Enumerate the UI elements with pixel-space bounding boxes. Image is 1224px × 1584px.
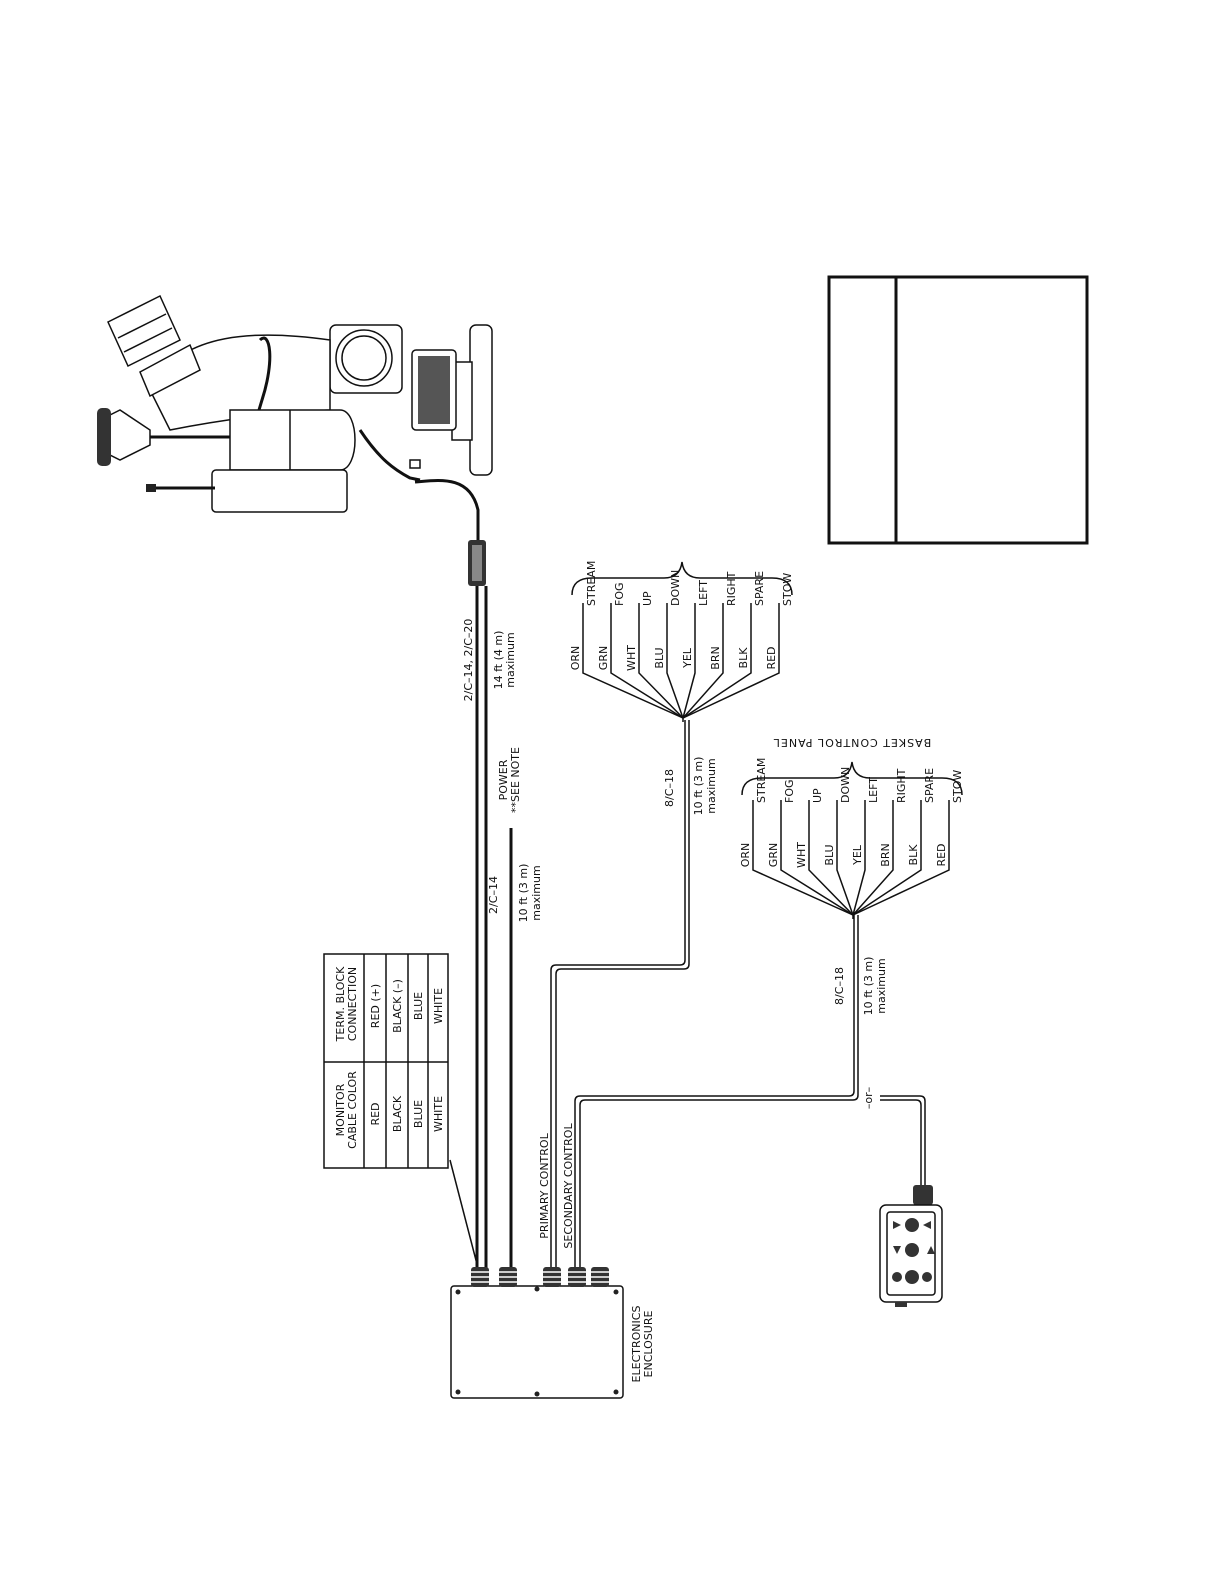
- table-header-term-line1: TERM. BLOCK: [334, 966, 347, 1042]
- wire-line: [852, 800, 894, 916]
- wire-function-label: LEFT: [697, 580, 710, 606]
- or-label: –or–: [862, 1087, 875, 1109]
- table-cell: BLUE: [412, 1100, 425, 1128]
- wire-color-label: RED: [765, 646, 778, 669]
- wire-line: [682, 603, 724, 719]
- wire-color-label: BLU: [823, 844, 836, 865]
- wire-line: [852, 800, 922, 916]
- wire-function-label: STREAM: [755, 758, 768, 803]
- wire-function-label: STREAM: [585, 561, 598, 606]
- secondary-wire-fan: ORN STREAM GRN FOG WHT UP BLU DOWN YEL LEFT BRN RIG…: [739, 758, 964, 919]
- wire-line: [682, 603, 780, 719]
- power-cable-length-note: maximum: [530, 865, 543, 920]
- table-cell: WHITE: [432, 1096, 445, 1132]
- basket-panel-label: BASKET CONTROL PANEL: [773, 736, 931, 749]
- table-cell: WHITE: [432, 988, 445, 1024]
- primary-cable-length: 10 ft (3 m): [692, 757, 705, 816]
- control-panel-icon: [879, 1185, 943, 1307]
- wire-line: [682, 603, 696, 719]
- wire-function-label: DOWN: [839, 767, 852, 803]
- table-header-monitor-line2: CABLE COLOR: [346, 1071, 359, 1149]
- primary-control-label: PRIMARY CONTROL: [538, 1132, 551, 1238]
- wire-line: [638, 603, 684, 719]
- wire-function-label: DOWN: [669, 570, 682, 606]
- wire-color-label: BRN: [709, 646, 722, 669]
- wire-line: [666, 603, 684, 719]
- wire-function-label: LEFT: [867, 777, 880, 803]
- table-leader-line: [449, 1159, 479, 1269]
- wire-line: [808, 800, 854, 916]
- wire-function-label: UP: [641, 591, 654, 606]
- table-header-monitor-line1: MONITOR: [334, 1083, 347, 1136]
- secondary-control-label: SECONDARY CONTROL: [562, 1123, 575, 1249]
- wire-color-label: ORN: [569, 646, 582, 671]
- wire-function-label: SPARE: [753, 571, 766, 606]
- note-box: [827, 275, 1089, 545]
- wire-function-label: SPARE: [923, 768, 936, 803]
- wire-color-label: BLU: [653, 647, 666, 668]
- table-cell: BLUE: [412, 992, 425, 1020]
- secondary-cable-spec: 8/C–18: [833, 967, 846, 1005]
- wire-line: [836, 800, 854, 916]
- monitor-cable-spec: 2/C–14, 2/C–20: [462, 619, 475, 702]
- wire-function-label: FOG: [613, 582, 626, 606]
- wire-color-label: RED: [935, 843, 948, 866]
- power-cable-labels: POWER **SEE NOTE 2/C–14 10 ft (3 m) maxi…: [487, 747, 543, 922]
- primary-brace: [571, 561, 793, 596]
- primary-wire-fan: ORN STREAM GRN FOG WHT UP BLU DOWN YEL LEFT BRN RIG…: [569, 561, 794, 722]
- table-cell: BLACK (–): [391, 979, 404, 1033]
- secondary-cable-length: 10 ft (3 m): [862, 957, 875, 1016]
- secondary-cable-labels: 8/C–18 10 ft (3 m) maximum SECONDARY CON…: [562, 957, 888, 1249]
- wire-function-label: RIGHT: [895, 768, 908, 803]
- wire-color-label: GRN: [767, 843, 780, 867]
- electronics-enclosure-icon: [450, 1267, 624, 1399]
- wire-color-label: YEL: [851, 844, 864, 866]
- power-cable-length: 10 ft (3 m): [517, 864, 530, 923]
- table-cell: RED: [369, 1102, 382, 1125]
- power-label: POWER: [497, 759, 510, 800]
- monitor-cable-labels: 2/C–14, 2/C–20 14 ft (4 m) maximum: [462, 619, 517, 702]
- table-cell: BLACK: [391, 1095, 404, 1132]
- secondary-cable-length-note: maximum: [875, 958, 888, 1013]
- wire-color-label: GRN: [597, 646, 610, 670]
- connector-icon: [468, 540, 486, 586]
- power-cable-spec: 2/C–14: [487, 876, 500, 914]
- wire-line: [852, 800, 950, 916]
- enclosure-label-line2: ENCLOSURE: [642, 1311, 655, 1378]
- wire-function-label: RIGHT: [725, 571, 738, 606]
- primary-cable-length-note: maximum: [705, 758, 718, 813]
- table-cell: RED (+): [369, 984, 382, 1028]
- wire-function-label: STOW: [951, 770, 964, 803]
- secondary-brace: [741, 761, 963, 796]
- wire-line: [852, 800, 866, 916]
- wire-color-label: WHT: [625, 645, 638, 671]
- primary-cable-labels: 8/C–18 10 ft (3 m) maximum PRIMARY CONTR…: [538, 757, 718, 1239]
- monitor-nozzle-icon: [97, 294, 493, 513]
- table-header-term-line2: CONNECTION: [346, 967, 359, 1041]
- wire-line: [582, 603, 684, 719]
- wire-function-label: UP: [811, 788, 824, 803]
- primary-cable-spec: 8/C–18: [663, 769, 676, 807]
- enclosure-label-line1: ELECTRONICS: [630, 1306, 643, 1383]
- wire-color-label: YEL: [681, 647, 694, 669]
- wire-color-label: ORN: [739, 843, 752, 868]
- wire-color-label: WHT: [795, 842, 808, 868]
- power-note: **SEE NOTE: [509, 747, 522, 813]
- wire-line: [780, 800, 854, 916]
- wire-color-label: BRN: [879, 843, 892, 866]
- monitor-cable-length: 14 ft (4 m): [492, 631, 505, 690]
- wire-function-label: FOG: [783, 779, 796, 803]
- wire-color-label: BLK: [737, 647, 750, 669]
- wire-color-label: BLK: [907, 844, 920, 866]
- wire-line: [682, 603, 752, 719]
- wire-line: [610, 603, 684, 719]
- monitor-cable-length-note: maximum: [504, 632, 517, 687]
- cable-color-table: MONITOR CABLE COLOR TERM. BLOCK CONNECTI…: [323, 953, 449, 1169]
- wire-line: [752, 800, 854, 916]
